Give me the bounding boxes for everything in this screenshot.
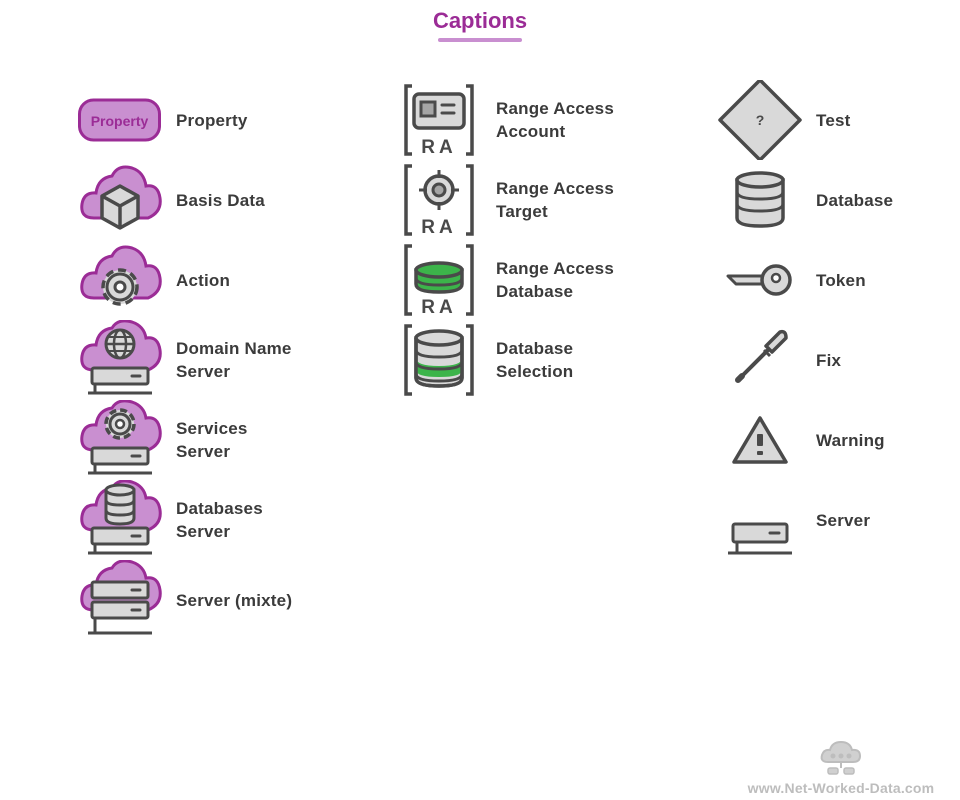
legend-item-test: ? Test — [716, 80, 936, 160]
legend-label: Test — [816, 110, 851, 130]
range-access-account-icon: RA — [400, 80, 490, 160]
range-access-database-icon: RA — [400, 240, 490, 320]
legend-item-database-selection: Database Selection — [400, 320, 660, 400]
action-cloud-gear-icon — [78, 240, 168, 320]
legend-label: Server (mixte) — [176, 590, 293, 610]
legend-label: Fix — [816, 350, 842, 370]
legend-label: Domain Name Server — [176, 339, 292, 381]
legend-label: Range Access Database — [496, 259, 614, 301]
title-underline — [438, 38, 522, 42]
legend-label: Services Server — [176, 419, 248, 461]
fix-screwdriver-icon — [716, 320, 806, 400]
ra-text: RA — [421, 217, 456, 238]
legend-label: Range Access Account — [496, 99, 614, 141]
legend-item-server: Server — [716, 480, 936, 560]
legend-item-server-mixte: Server (mixte) — [78, 560, 318, 640]
legend-item-property: Property Property — [78, 80, 318, 160]
legend-item-basis-data: Basis Data — [78, 160, 318, 240]
warning-triangle-icon — [716, 400, 806, 480]
legend-label: Databases Server — [176, 499, 263, 541]
legend-item-warning: Warning — [716, 400, 936, 480]
network-cloud-logo-icon — [818, 740, 864, 785]
database-selection-icon — [400, 320, 490, 400]
server-icon — [716, 480, 806, 560]
ra-text: RA — [421, 297, 456, 318]
databases-cloud-db-server-icon — [78, 480, 168, 560]
services-cloud-gear-server-icon — [78, 400, 168, 480]
basis-data-cloud-cube-icon — [78, 160, 168, 240]
legend-item-range-access-target: RA Range Access Target — [400, 160, 660, 240]
property-badge: Property — [78, 80, 168, 160]
legend-label: Database — [816, 190, 894, 210]
property-badge-text: Property — [91, 113, 149, 129]
legend-item-domain-name-server: Domain Name Server — [78, 320, 318, 400]
dns-cloud-globe-server-icon — [78, 320, 168, 400]
legend-label: Basis Data — [176, 190, 265, 210]
mixed-cloud-dual-server-icon — [78, 560, 168, 640]
legend-label: Server — [816, 510, 871, 530]
footer-website-text: www.Net-Worked-Data.com — [747, 780, 935, 796]
legend-item-range-access-database: RA Range Access Database — [400, 240, 660, 320]
legend-label: Action — [176, 270, 231, 290]
page-title: Captions — [432, 8, 528, 33]
legend-label: Warning — [816, 430, 885, 450]
ra-text: RA — [421, 137, 456, 158]
legend-label: Range Access Target — [496, 179, 614, 221]
legend-label: Database Selection — [496, 339, 574, 381]
legend-item-action: Action — [78, 240, 318, 320]
legend-item-database: Database — [716, 160, 936, 240]
legend-item-fix: Fix — [716, 320, 936, 400]
footer: www.Net-Worked-Data.com — [730, 740, 952, 800]
legend-item-range-access-account: RA Range Access Account — [400, 80, 660, 160]
token-key-icon — [716, 240, 806, 320]
database-icon — [716, 160, 806, 240]
legend-item-services-server: Services Server — [78, 400, 318, 480]
legend-item-token: Token — [716, 240, 936, 320]
range-access-target-icon: RA — [400, 160, 490, 240]
legend-label: Token — [816, 270, 866, 290]
legend-item-databases-server: Databases Server — [78, 480, 318, 560]
test-diamond-icon: ? — [716, 80, 806, 160]
test-glyph: ? — [756, 112, 765, 128]
legend-label: Property — [176, 110, 248, 130]
